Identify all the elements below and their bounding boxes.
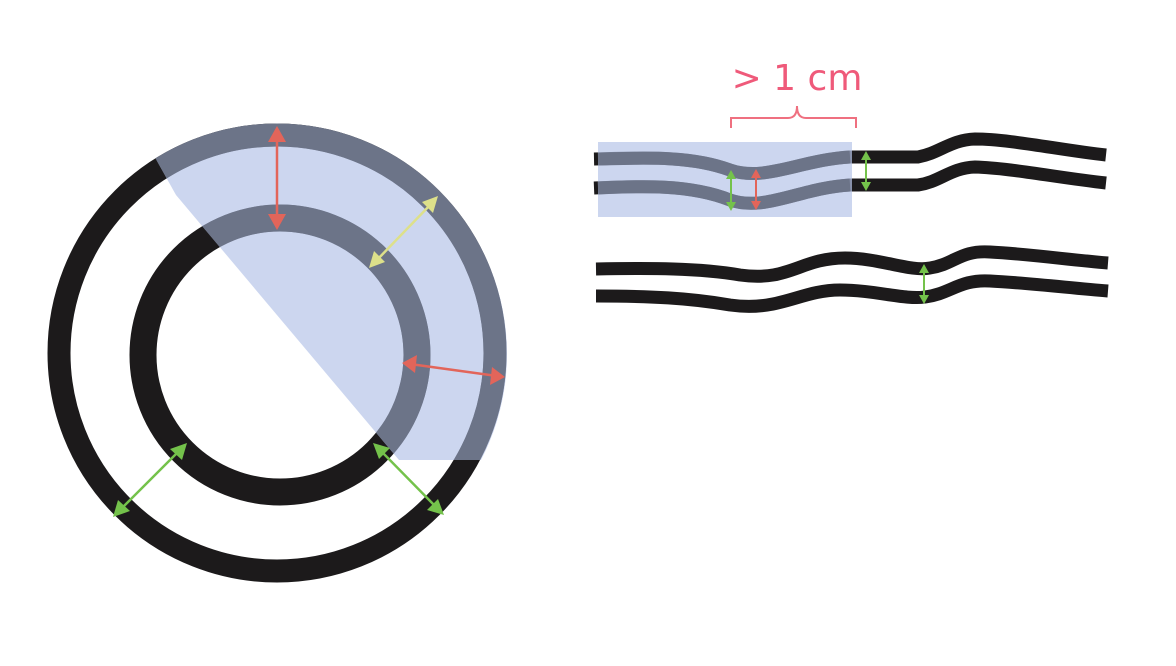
arrow-green-small-3 <box>919 264 929 304</box>
measurement-label: > 1 cm <box>732 58 863 99</box>
cross-section-figure <box>47 123 507 583</box>
longitudinal-figure: > 1 cm <box>593 58 1109 313</box>
bottom-vessel-lower-wall <box>595 274 1109 313</box>
arrow-red-top <box>268 126 286 230</box>
arrow-green-lower-right <box>373 443 444 515</box>
bracket-icon <box>730 105 857 128</box>
arrow-red-right <box>402 355 505 385</box>
arrow-green-lower-left <box>113 443 187 517</box>
top-vessel-upper-wall-thickened <box>597 150 851 180</box>
arrow-green-small-2 <box>861 151 871 191</box>
arrow-yellow-diagonal <box>369 196 438 268</box>
bottom-vessel-upper-wall <box>595 245 1109 283</box>
arrow-red-small <box>751 169 761 210</box>
arrow-green-small-1 <box>726 170 736 211</box>
